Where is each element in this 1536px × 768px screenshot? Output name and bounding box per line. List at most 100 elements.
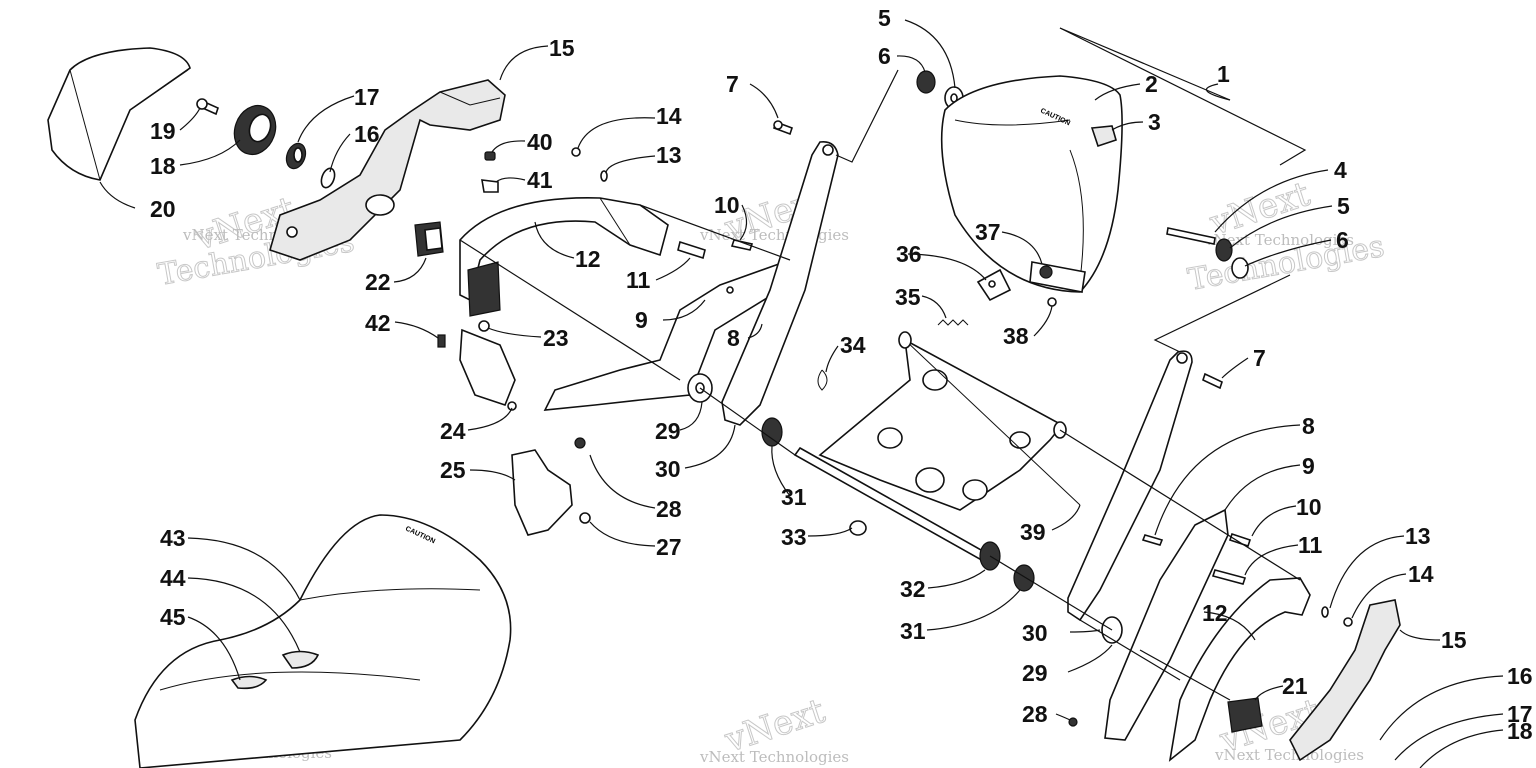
callout-5a: 5 (878, 5, 891, 31)
part-17-washer (285, 142, 307, 170)
callout-10b: 10 (1296, 494, 1322, 520)
callout-44: 44 (160, 565, 186, 591)
assembly-guides (459, 27, 1307, 701)
part-33-bushing (849, 520, 867, 536)
callout-13a: 13 (656, 142, 682, 168)
callout-8b: 8 (1302, 413, 1315, 439)
part-left-arm (721, 140, 839, 426)
callout-42: 42 (365, 310, 391, 336)
callout-25: 25 (440, 457, 466, 483)
callout-12b: 12 (1202, 600, 1228, 626)
callout-32: 32 (900, 576, 926, 602)
part-28-nut-right (1068, 717, 1078, 727)
callout-3: 3 (1148, 109, 1161, 135)
callout-29b: 29 (1022, 660, 1048, 686)
part-7-bolt-top (772, 120, 794, 136)
part-9-plate-right (1104, 508, 1229, 741)
callout-30a: 30 (655, 456, 681, 482)
callout-labels: 1 2 3 4 5 6 5 6 7 14 13 10 11 12 9 8 15 … (150, 5, 1533, 744)
callout-24: 24 (440, 418, 466, 444)
part-21-knob (1227, 697, 1263, 733)
part-42-pin (437, 334, 446, 348)
callout-15a: 15 (549, 35, 575, 61)
callout-45: 45 (160, 604, 186, 630)
callout-6b: 6 (1336, 227, 1349, 253)
callout-17b: 17 (1507, 701, 1533, 727)
watermark-line-4: vNext Technologies (1204, 231, 1354, 249)
part-28-nut-left (574, 437, 586, 449)
watermark-line-7: vNext Technologies (699, 748, 849, 766)
callout-34: 34 (840, 332, 866, 358)
part-36-plate (976, 268, 1012, 302)
part-12-handle-right (1168, 577, 1311, 762)
part-5-washer-right (1215, 238, 1233, 262)
part-right-arm (1067, 350, 1193, 622)
callout-41: 41 (527, 167, 553, 193)
part-39-frame (818, 331, 1081, 511)
callout-21: 21 (1282, 673, 1308, 699)
part-35-spring (937, 319, 969, 326)
part-37-latch (1029, 261, 1086, 293)
part-18-knob (233, 104, 277, 156)
callout-23: 23 (543, 325, 569, 351)
callout-6a: 6 (878, 43, 891, 69)
callout-39: 39 (1020, 519, 1046, 545)
callout-17a: 17 (354, 84, 380, 110)
part-13-washer-right (1321, 606, 1329, 618)
callout-35: 35 (895, 284, 921, 310)
callout-29a: 29 (655, 418, 681, 444)
callout-18b: 18 (1507, 718, 1533, 744)
part-8-screw-right (1141, 534, 1164, 546)
callout-30b: 30 (1022, 620, 1048, 646)
part-25-bracket (511, 449, 573, 536)
callout-22: 22 (365, 269, 391, 295)
callout-33: 33 (781, 524, 807, 550)
callout-9a: 9 (635, 307, 648, 333)
callout-14a: 14 (656, 103, 682, 129)
callout-38: 38 (1003, 323, 1029, 349)
callout-28a: 28 (656, 496, 682, 522)
callout-9b: 9 (1302, 453, 1315, 479)
part-15-bracket-right (1289, 599, 1401, 762)
callout-27: 27 (656, 534, 682, 560)
part-6-washer-top (916, 70, 936, 94)
callout-2: 2 (1145, 71, 1158, 97)
part-10-screw-left (730, 239, 754, 251)
callout-5b: 5 (1337, 193, 1350, 219)
callout-16b: 16 (1507, 663, 1533, 689)
callout-43: 43 (160, 525, 186, 551)
part-14-screw-right (1343, 617, 1353, 627)
part-12-handle-left (459, 197, 669, 317)
callout-13b: 13 (1405, 523, 1431, 549)
part-11-pin-left (677, 240, 706, 260)
part-34-clip (817, 369, 828, 391)
part-14-screw (571, 147, 581, 157)
callout-leaders (99, 19, 1504, 768)
callout-20: 20 (150, 196, 176, 222)
part-41-clip (481, 179, 499, 193)
part-40-clip (484, 151, 496, 161)
part-6-washer-right (1231, 257, 1249, 279)
part-27-screw (579, 512, 591, 524)
callout-16a: 16 (354, 121, 380, 147)
callout-12a: 12 (575, 246, 601, 272)
callout-10a: 10 (714, 192, 740, 218)
part-10-screw-right (1228, 532, 1252, 548)
part-4-pin (1166, 227, 1216, 245)
callout-1: 1 (1217, 61, 1230, 87)
watermark-line-8: vNext Technologies (1214, 746, 1364, 764)
callout-7b: 7 (1253, 345, 1266, 371)
part-19-bolt (196, 98, 219, 116)
callout-31a: 31 (781, 484, 807, 510)
part-38-screw (1047, 297, 1057, 307)
callout-37: 37 (975, 219, 1001, 245)
part-7-bolt-right (1202, 372, 1223, 390)
callout-15b: 15 (1441, 627, 1467, 653)
part-15-bracket-left (269, 79, 506, 261)
part-16-washer (320, 167, 336, 189)
callout-4: 4 (1334, 157, 1347, 183)
part-31-gear-left (761, 417, 783, 447)
callout-31b: 31 (900, 618, 926, 644)
part-23-screw (478, 320, 490, 332)
